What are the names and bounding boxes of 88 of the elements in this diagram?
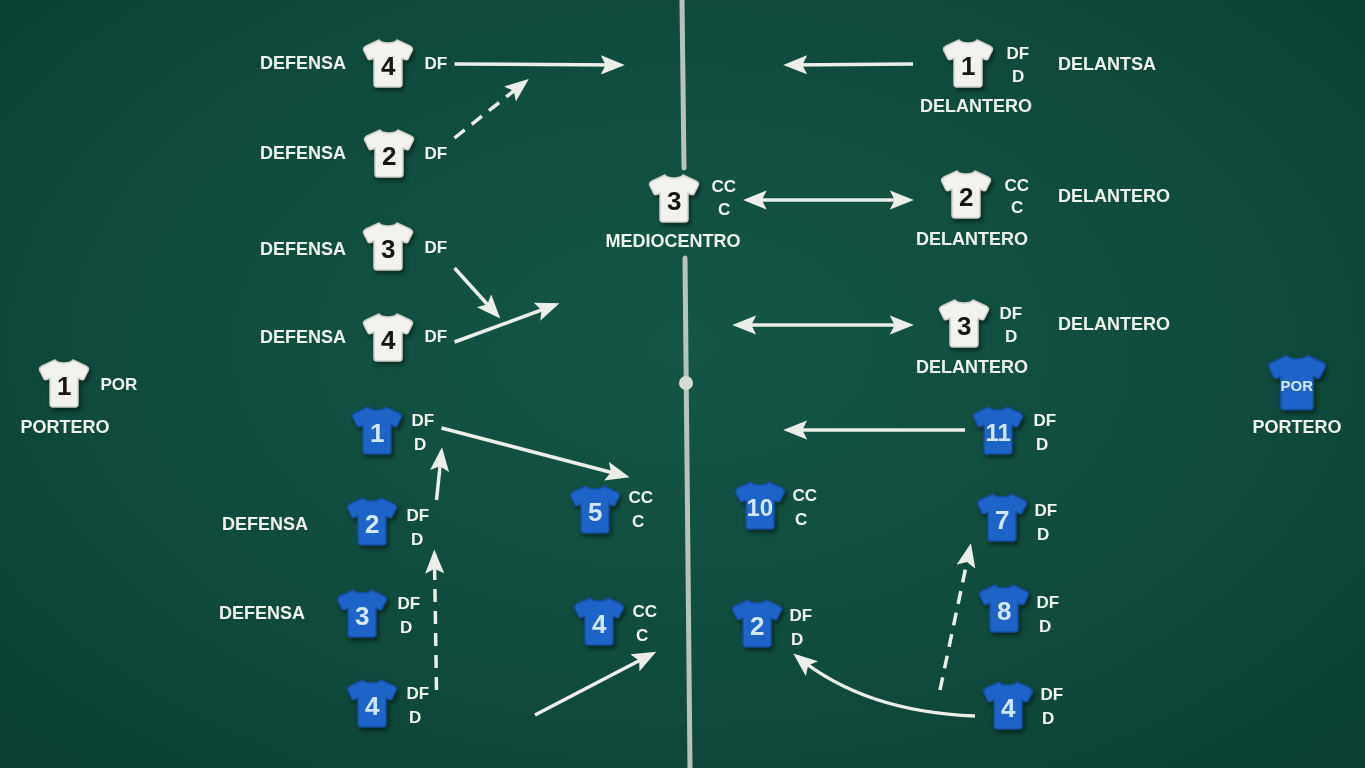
dashed-arrow [453, 79, 529, 140]
position-code: D [1012, 67, 1025, 87]
position-code: DF [1036, 593, 1060, 613]
position-code: C [795, 510, 808, 530]
position-name: DEFENSA [260, 144, 346, 164]
position-code: DF [789, 606, 813, 626]
position-code: CC [1004, 176, 1030, 196]
position-name: DELANTERO [916, 358, 1028, 378]
jersey-number: 4 [1001, 695, 1016, 721]
arrow [453, 266, 501, 319]
arrow [453, 302, 560, 344]
jersey-number: 3 [957, 313, 972, 339]
position-code: D [400, 618, 413, 638]
position-code: D [409, 708, 422, 728]
position-name: DEFENSA [260, 240, 346, 260]
jersey-text: POR [1280, 377, 1313, 393]
position-name: PORTERO [20, 418, 110, 438]
position-code: D [1037, 525, 1050, 545]
position-code: DF [406, 684, 430, 704]
jersey-number: 4 [365, 693, 380, 719]
jersey-number: 3 [355, 603, 370, 629]
jersey-number: 1 [961, 53, 976, 79]
position-name: DELANTSA [1058, 55, 1156, 75]
position-code: CC [632, 602, 658, 622]
double-headed-arrow [732, 315, 914, 335]
jersey-number: 4 [381, 53, 396, 79]
position-name: DEFENSA [260, 328, 346, 348]
arrow [793, 653, 976, 718]
jersey-number: 7 [995, 507, 1010, 533]
jersey-number: 10 [746, 496, 774, 520]
position-code: C [636, 626, 649, 646]
jersey-number: 4 [592, 611, 607, 637]
position-name: DEFENSA [219, 604, 305, 624]
position-code: DF [1006, 44, 1030, 64]
dashed-arrow [425, 549, 445, 691]
position-code: D [1042, 709, 1055, 729]
jersey-number: 4 [381, 327, 396, 353]
double-headed-arrow [742, 190, 914, 210]
jersey-number: 3 [667, 188, 682, 214]
position-code: DF [424, 54, 448, 74]
jersey-number: 1 [57, 373, 72, 399]
position-code: POR [100, 375, 138, 395]
position-code: DF [424, 238, 448, 258]
jersey-number: 2 [959, 184, 974, 210]
dashed-arrow [938, 543, 976, 691]
jersey-number: 3 [381, 236, 396, 262]
jersey-number: 11 [985, 421, 1011, 445]
position-code: D [1005, 327, 1018, 347]
position-code: D [414, 435, 427, 455]
position-code: DF [397, 594, 421, 614]
position-code: DF [406, 506, 430, 526]
jersey-number: 5 [588, 499, 603, 525]
arrow [429, 447, 450, 501]
position-code: DF [999, 304, 1023, 324]
arrow [454, 55, 625, 75]
position-code: D [1036, 435, 1049, 455]
position-code: DF [424, 144, 448, 164]
position-name: DELANTERO [1058, 187, 1170, 207]
position-code: C [1011, 198, 1024, 218]
position-code: DF [1034, 501, 1058, 521]
position-code: DF [1040, 685, 1064, 705]
position-code: CC [628, 488, 654, 508]
position-code: DF [424, 327, 448, 347]
arrow [783, 55, 913, 75]
jersey-number: 8 [997, 598, 1012, 624]
position-code: DF [1033, 411, 1057, 431]
position-code: D [791, 630, 804, 650]
position-name: DEFENSA [222, 515, 308, 535]
jersey-number: 2 [750, 613, 765, 639]
position-code: D [411, 530, 424, 550]
position-code: DF [411, 411, 435, 431]
arrow [441, 426, 630, 481]
jersey-number: 2 [365, 511, 380, 537]
jersey-number: 1 [370, 420, 385, 446]
position-code: C [632, 512, 645, 532]
position-name: PORTERO [1252, 418, 1342, 438]
arrow [783, 420, 965, 440]
position-code: CC [792, 486, 818, 506]
jersey-number: 2 [382, 143, 397, 169]
position-name: DELANTERO [920, 97, 1032, 117]
position-name: DEFENSA [260, 54, 346, 74]
position-code: C [718, 200, 731, 220]
position-name: DELANTERO [1058, 315, 1170, 335]
arrow [534, 651, 657, 717]
position-code: D [1039, 617, 1052, 637]
position-name: MEDIOCENTRO [605, 232, 741, 252]
position-code: CC [711, 177, 737, 197]
position-name: DELANTERO [916, 230, 1028, 250]
